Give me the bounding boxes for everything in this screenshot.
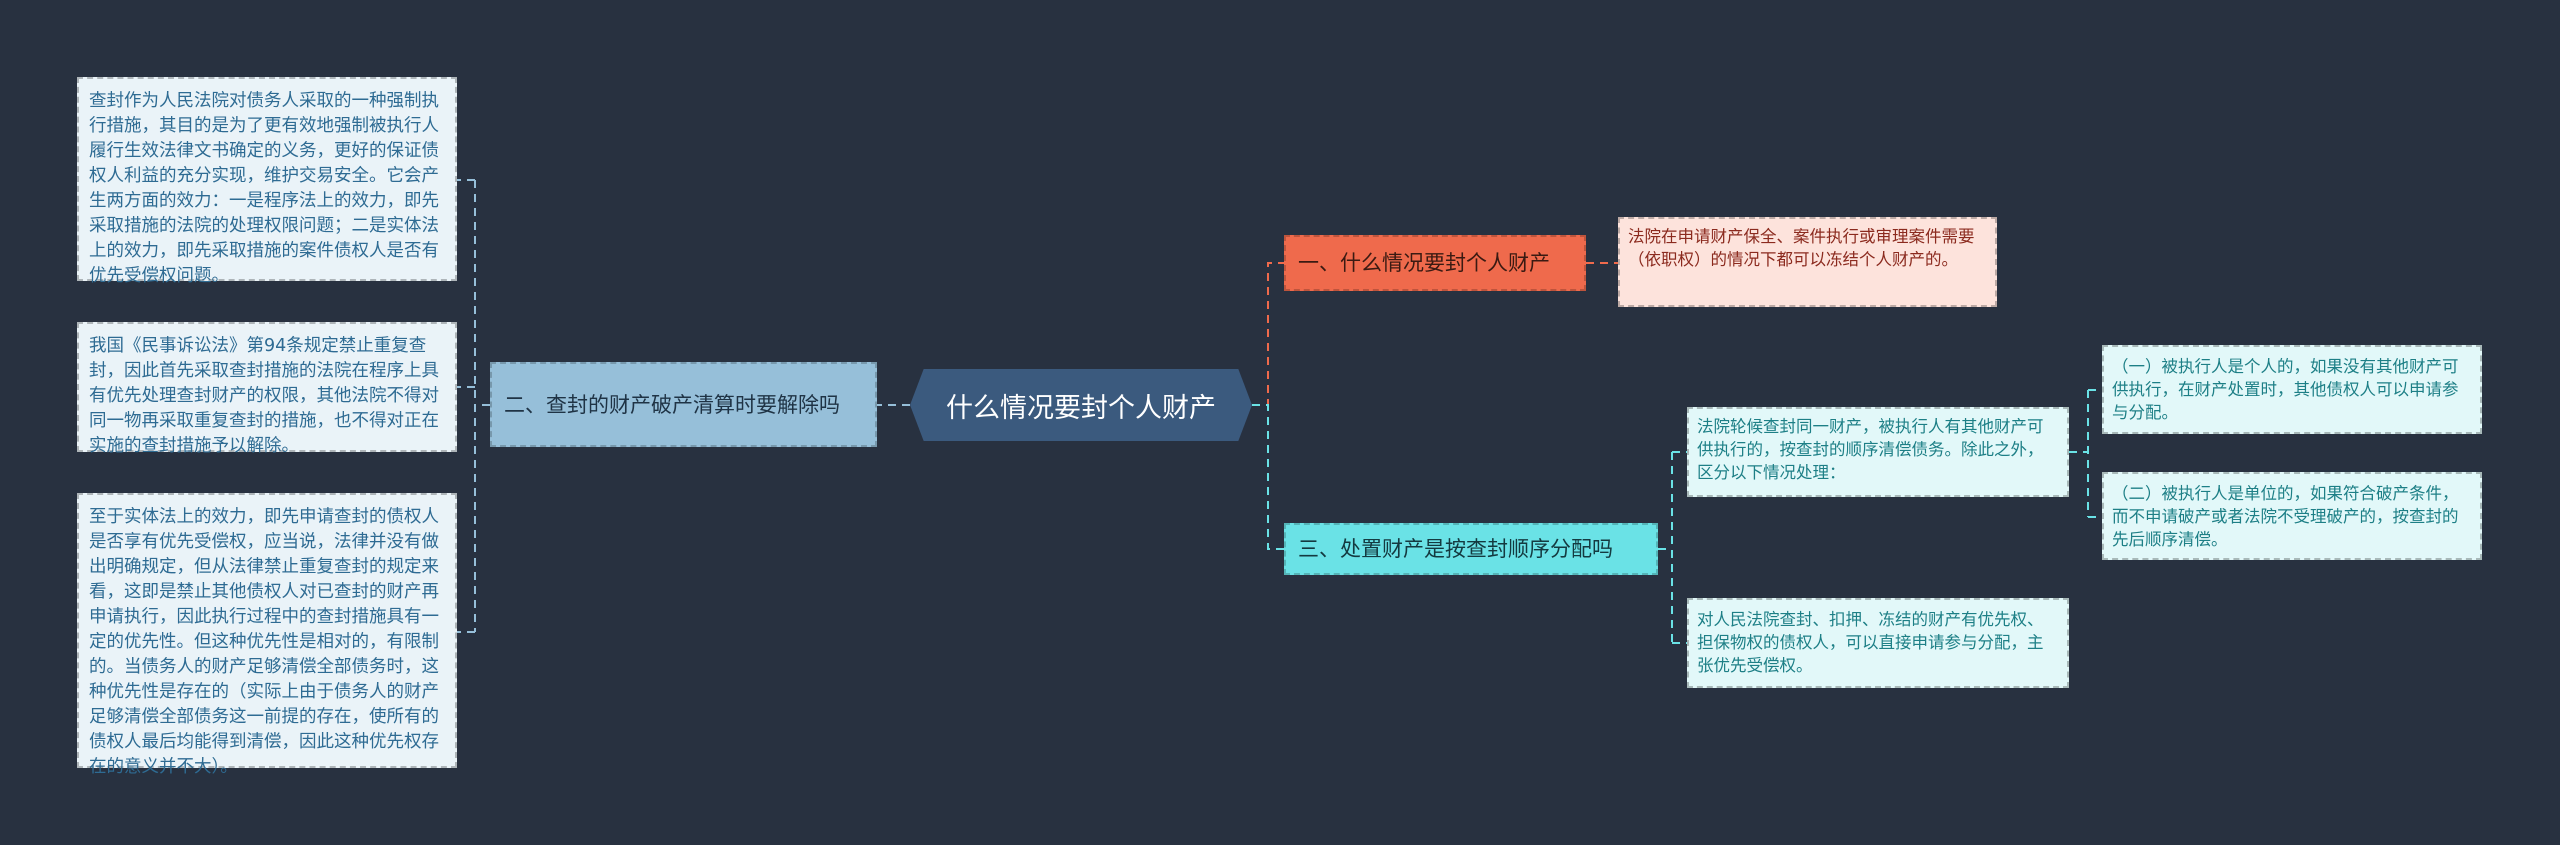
- branch-3-sub-2[interactable]: （二）被执行人是单位的，如果符合破产条件，而不申请破产或者法院不受理破产的，按查…: [2102, 472, 2482, 560]
- branch-3-node[interactable]: 三、处置财产是按查封顺序分配吗: [1284, 523, 1658, 575]
- central-topic[interactable]: 什么情况要封个人财产: [910, 369, 1252, 441]
- branch-3-leaf-1[interactable]: 法院轮候查封同一财产，被执行人有其他财产可供执行的，按查封的顺序清偿债务。除此之…: [1687, 407, 2069, 497]
- branch-2-leaf-1[interactable]: 查封作为人民法院对债务人采取的一种强制执行措施，其目的是为了更有效地强制被执行人…: [77, 77, 457, 286]
- branch-2-leaf-3[interactable]: 至于实体法上的效力，即先申请查封的债权人是否享有优先受偿权，应当说，法律并没有做…: [77, 493, 457, 777]
- branch-1-leaf[interactable]: 法院在申请财产保全、案件执行或审理案件需要（依职权）的情况下都可以冻结个人财产的…: [1618, 217, 1997, 307]
- branch-3-sub-1[interactable]: （一）被执行人是个人的，如果没有其他财产可供执行，在财产处置时，其他债权人可以申…: [2102, 345, 2482, 434]
- branch-2-node[interactable]: 二、查封的财产破产清算时要解除吗: [490, 362, 877, 447]
- branch-1-node[interactable]: 一、什么情况要封个人财产: [1284, 235, 1586, 291]
- branch-2-leaf-2[interactable]: 我国《民事诉讼法》第94条规定禁止重复查封，因此首先采取查封措施的法院在程序上具…: [77, 322, 457, 456]
- branch-3-leaf-2[interactable]: 对人民法院查封、扣押、冻结的财产有优先权、担保物权的债权人，可以直接申请参与分配…: [1687, 598, 2069, 688]
